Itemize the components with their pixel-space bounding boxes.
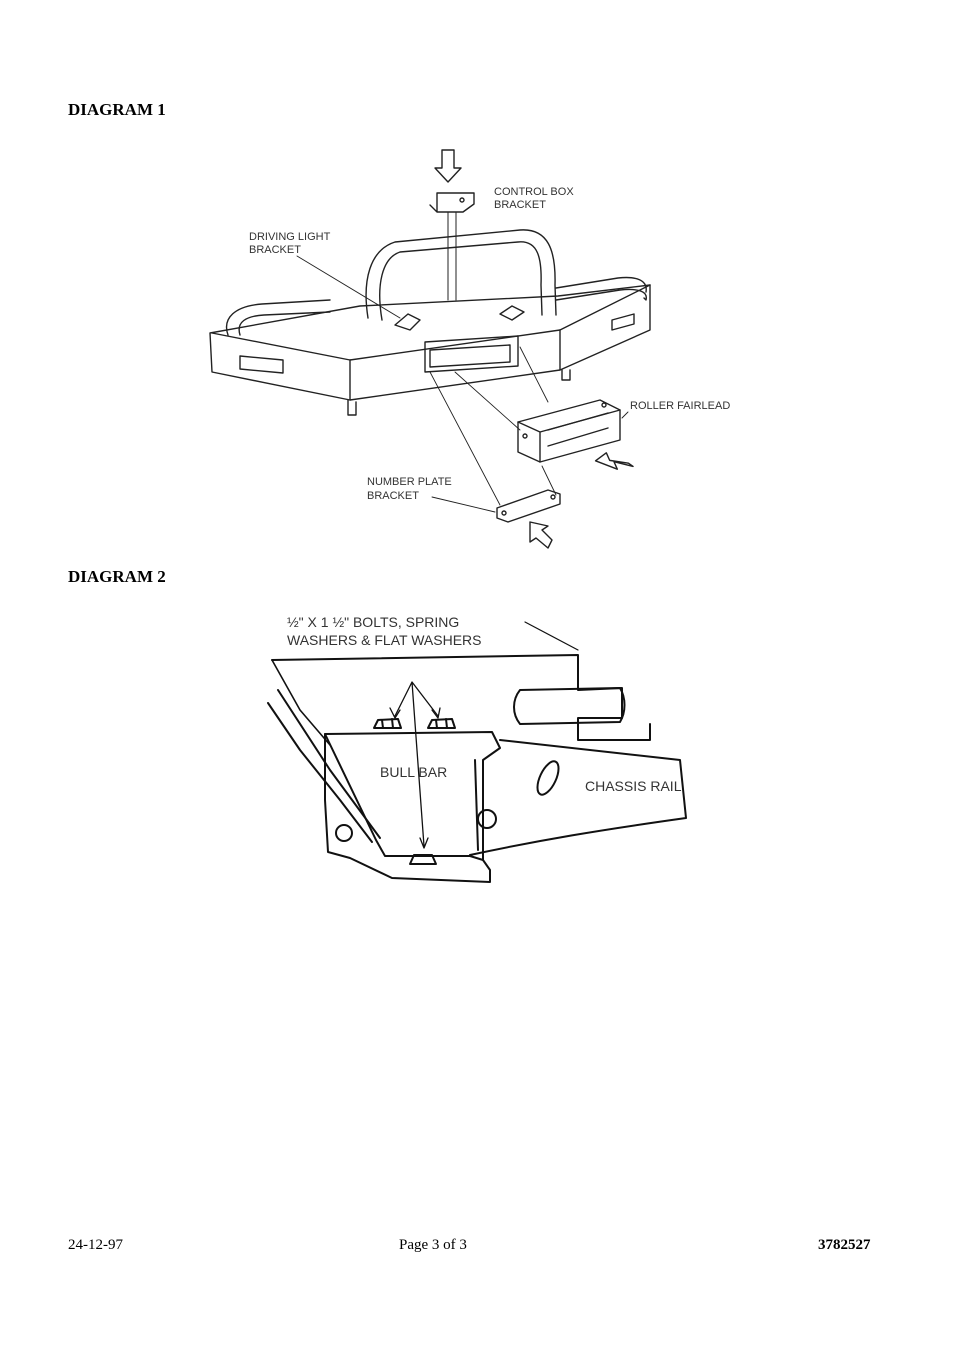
driving-light-label-1: DRIVING LIGHT	[249, 231, 331, 243]
bull-bar-exploded-diagram	[209, 149, 651, 549]
diagram-2-heading: DIAGRAM 2	[68, 567, 166, 586]
bolt-bottom-icon	[409, 854, 437, 865]
bull-bar-body-shape	[209, 284, 651, 401]
footer-document-number: 3782527	[818, 1237, 871, 1253]
bull-bar-bracket-shape	[324, 731, 501, 883]
chassis-mount-diagram	[267, 621, 687, 883]
number-plate-label-2: BRACKET	[367, 490, 419, 502]
diagram-1-labels: CONTROL BOX BRACKET DRIVING LIGHT BRACKE…	[249, 186, 730, 502]
bolts-label-1: ½" X 1 ½" BOLTS, SPRING	[287, 614, 459, 630]
diagram-1-heading: DIAGRAM 1	[68, 100, 166, 119]
control-box-arrow-icon	[434, 149, 462, 183]
number-plate-arrow-icon	[529, 521, 553, 549]
control-box-bracket-shape	[429, 192, 475, 213]
footer-page-number: Page 3 of 3	[399, 1237, 467, 1253]
roller-fairlead-label: ROLLER FAIRLEAD	[630, 400, 730, 412]
winch-opening-shape	[424, 335, 519, 373]
roller-fairlead-shape	[517, 399, 621, 463]
chassis-slot-shape	[536, 760, 560, 796]
bolts-label-2: WASHERS & FLAT WASHERS	[287, 632, 481, 648]
driving-light-label-2: BRACKET	[249, 244, 301, 256]
control-box-label-1: CONTROL BOX	[494, 186, 574, 198]
roller-fairlead-arrow-icon	[594, 452, 634, 470]
diagram-2-labels: ½" X 1 ½" BOLTS, SPRING WASHERS & FLAT W…	[287, 614, 682, 794]
bull-bar-hoop-shape	[365, 229, 557, 319]
chassis-rail-label: CHASSIS RAIL	[585, 778, 682, 794]
number-plate-bracket-shape	[496, 489, 561, 523]
number-plate-label-1: NUMBER PLATE	[367, 476, 452, 488]
bull-bar-label: BULL BAR	[380, 764, 447, 780]
control-box-label-2: BRACKET	[494, 199, 546, 211]
footer-date: 24-12-97	[68, 1237, 123, 1253]
